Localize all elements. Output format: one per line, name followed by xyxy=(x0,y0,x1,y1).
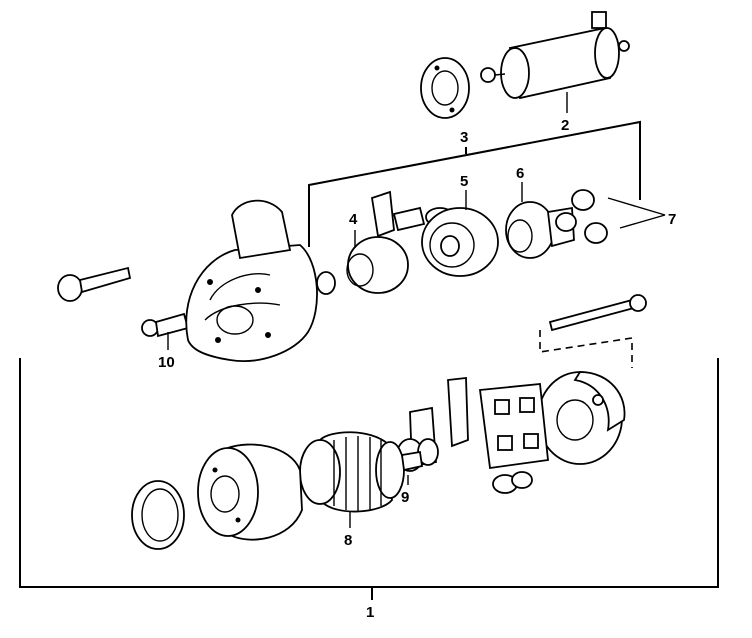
callout-7: 7 xyxy=(668,211,676,228)
callout-9: 9 xyxy=(401,489,409,506)
callout-8: 8 xyxy=(344,532,352,549)
end-plug-10 xyxy=(141,312,190,338)
rear-cover xyxy=(537,371,626,465)
armature-8 xyxy=(299,431,424,513)
planet-gears-7 xyxy=(555,189,608,244)
assembly-bracket-1 xyxy=(19,358,719,600)
callout-6: 6 xyxy=(516,165,524,182)
solenoid-switch xyxy=(480,11,630,100)
leader-7 xyxy=(607,197,666,229)
solenoid-gasket xyxy=(420,57,470,119)
assembly-bracket-3 xyxy=(308,120,641,247)
brush-holder xyxy=(409,376,549,494)
callout-10: 10 xyxy=(158,354,175,371)
retainer-ring xyxy=(131,480,185,550)
callout-5: 5 xyxy=(460,173,468,190)
callout-1: 1 xyxy=(366,604,374,621)
callout-3: 3 xyxy=(460,129,468,146)
long-bolt xyxy=(539,294,647,368)
drive-housing xyxy=(185,199,336,362)
through-bolt xyxy=(57,266,132,302)
yoke-frame xyxy=(197,443,303,541)
drive-gear-6 xyxy=(505,201,575,259)
callout-2: 2 xyxy=(561,117,569,134)
callout-4: 4 xyxy=(349,211,358,228)
clutch-5 xyxy=(421,207,499,277)
